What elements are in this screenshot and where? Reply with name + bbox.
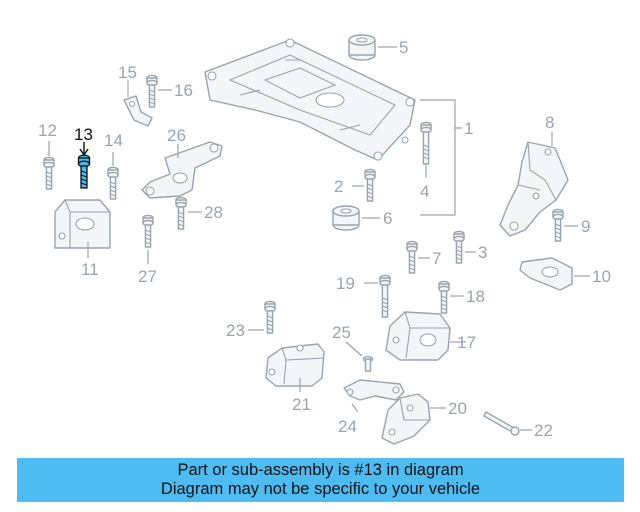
bolt-part-2[interactable] [364,168,376,202]
bolt-part-13-highlighted[interactable] [77,154,91,189]
banner-line-1: Part or sub-assembly is #13 in diagram [177,461,464,479]
label-24: 24 [338,417,357,436]
label-6: 6 [383,209,392,228]
label-10: 10 [592,267,611,286]
bracket-part-20[interactable] [381,393,431,445]
label-11: 11 [81,260,99,279]
bolt-part-16[interactable] [146,74,158,108]
bolt-part-25[interactable] [362,355,374,372]
label-17: 17 [457,333,476,352]
label-4: 4 [420,182,429,201]
label-25: 25 [332,323,351,342]
bolt-part-4[interactable] [420,121,432,165]
bolt-part-9[interactable] [552,208,564,242]
label-5: 5 [399,38,408,57]
label-7: 7 [432,249,441,268]
bushing-part-6[interactable] [332,205,360,231]
mount-part-11[interactable] [54,199,111,249]
bolt-part-23[interactable] [264,300,276,334]
label-19: 19 [336,274,355,293]
label-18: 18 [466,287,485,306]
subframe-part-1[interactable] [204,38,416,161]
bracket-part-8[interactable] [499,141,569,237]
label-27: 27 [138,267,157,286]
bolt-part-7[interactable] [406,240,418,274]
bolt-part-3[interactable] [453,230,465,264]
label-9: 9 [581,217,590,236]
label-23: 23 [226,321,245,340]
label-15: 15 [118,63,137,82]
label-12: 12 [38,121,57,140]
leader-25 [345,341,363,357]
mount-part-10[interactable] [519,257,573,291]
bracket-part-21[interactable] [265,343,325,387]
bracket-part-15[interactable] [123,95,153,127]
label-26: 26 [167,126,186,145]
support-arm-part-24[interactable] [343,379,405,401]
info-banner: Part or sub-assembly is #13 in diagram D… [17,458,624,502]
mount-part-17[interactable] [385,311,451,361]
leader-1 [420,99,462,216]
label-2: 2 [334,177,343,196]
bolt-part-28[interactable] [175,196,187,230]
banner-line-2: Diagram may not be specific to your vehi… [160,480,481,498]
bolt-part-18[interactable] [438,280,450,314]
bolt-part-14[interactable] [107,166,119,200]
bolt-part-27[interactable] [142,214,154,248]
label-13: 13 [74,125,93,144]
leader-24 [351,403,359,413]
label-21: 21 [292,395,311,414]
label-3: 3 [478,243,487,262]
label-20: 20 [448,399,467,418]
label-8: 8 [545,113,554,132]
bolt-part-12[interactable] [43,156,55,190]
label-1: 1 [464,119,473,138]
bolt-part-22[interactable] [483,411,520,436]
leader-13 [79,142,89,157]
torque-arm-part-26[interactable] [141,141,223,199]
label-28: 28 [204,203,223,222]
bushing-part-5[interactable] [348,34,376,61]
label-16: 16 [174,81,193,100]
bolt-part-19[interactable] [379,274,391,318]
label-22: 22 [534,421,553,440]
label-14: 14 [104,131,123,150]
